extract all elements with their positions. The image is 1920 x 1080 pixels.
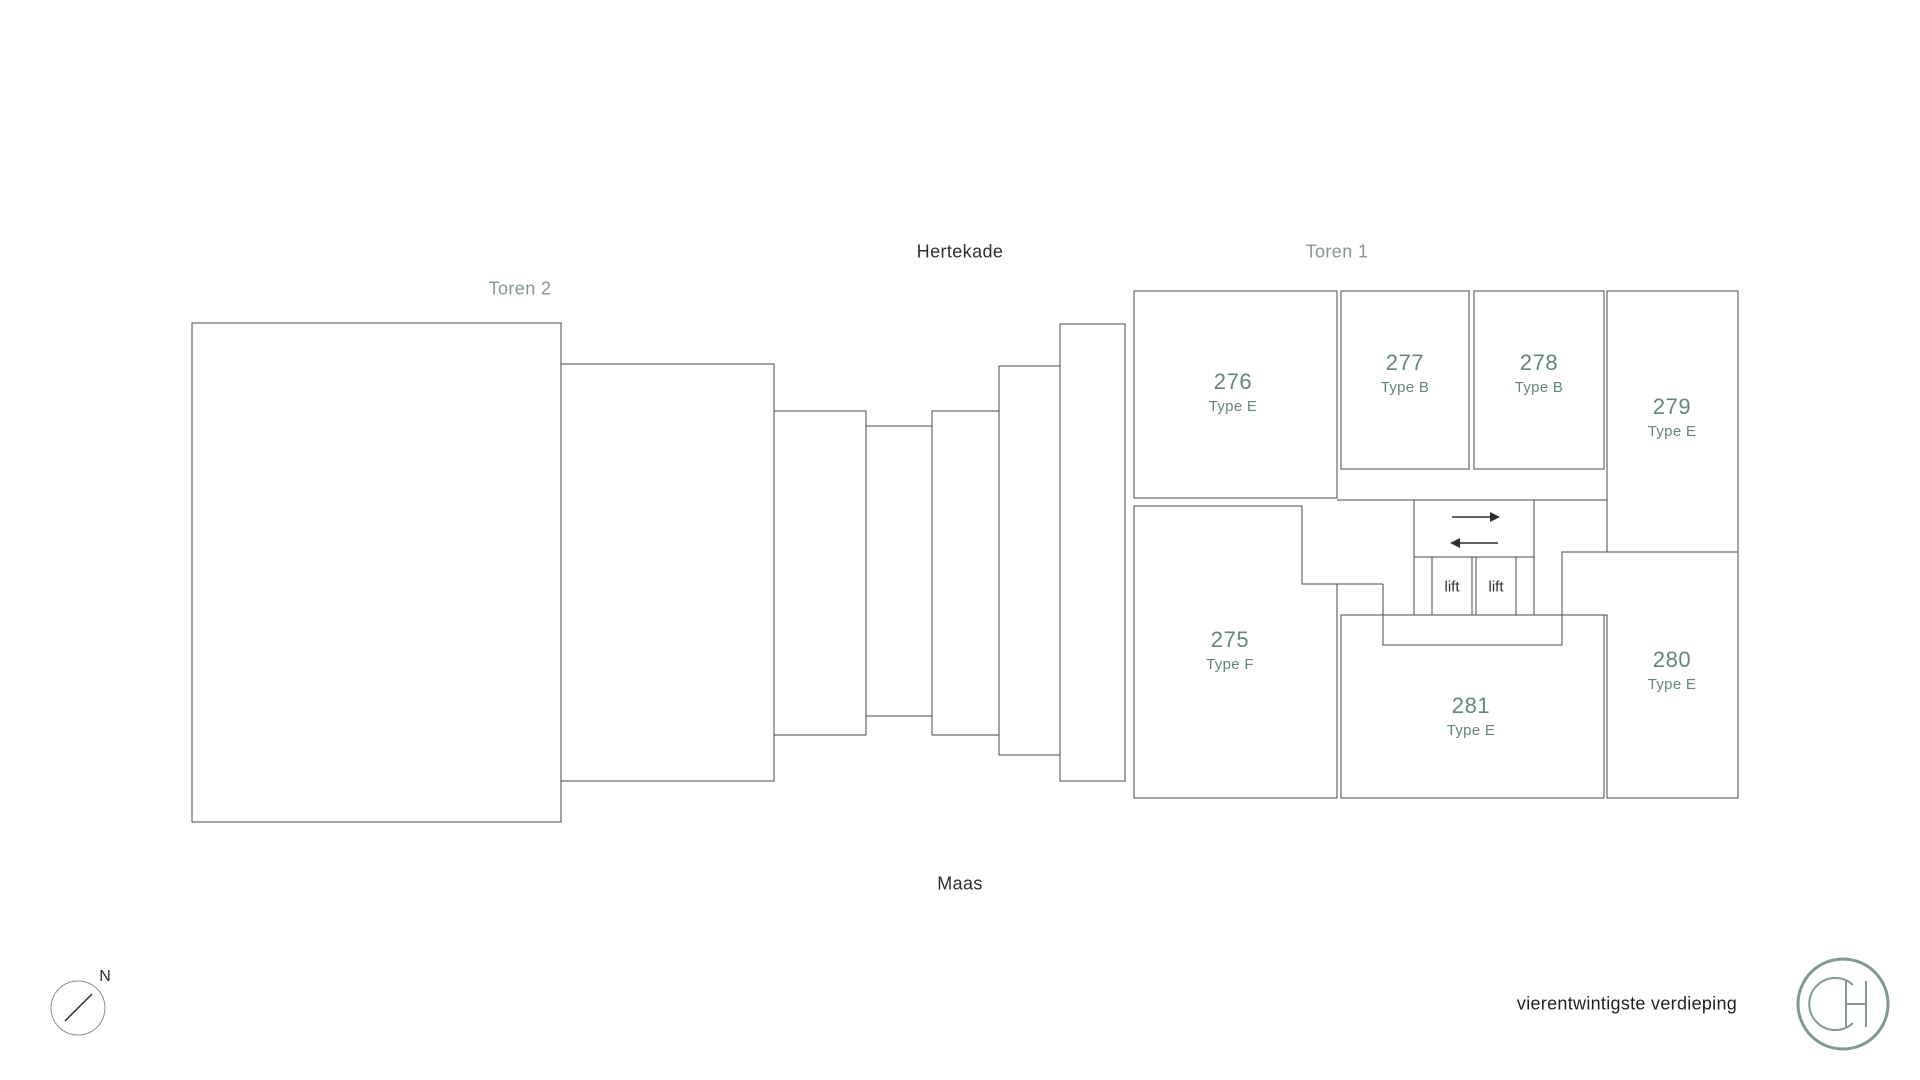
street-label-maas: Maas: [937, 873, 983, 894]
toren2-block-2: [560, 363, 775, 782]
unit-number: 278: [1519, 350, 1559, 375]
unit-type: Type B: [1514, 379, 1564, 396]
unit-276-shape[interactable]: [1133, 290, 1338, 499]
unit-type: Type E: [1647, 423, 1697, 440]
lift-direction-arrows: [1450, 512, 1500, 548]
compass-needle-icon: [64, 993, 93, 1022]
arrow-right-icon: [1452, 512, 1500, 522]
unit-281-shape[interactable]: [1340, 614, 1605, 799]
unit-276-label: 276 Type E: [1209, 369, 1258, 415]
toren2-block-5: [998, 365, 1061, 756]
unit-type: Type F: [1206, 656, 1254, 673]
lift-2-shape: [1475, 556, 1517, 616]
toren2-block-1: [191, 322, 562, 823]
compass-north-label: N: [99, 968, 111, 985]
lift-2-label: lift: [1488, 578, 1504, 596]
floor-title: vierentwintigste verdieping: [1516, 993, 1738, 1014]
unit-278-shape[interactable]: [1473, 290, 1605, 470]
unit-number: 276: [1213, 369, 1253, 394]
unit-number: 281: [1451, 693, 1491, 718]
tower-label-toren1: Toren 1: [1305, 241, 1369, 262]
toren2-block-3: [773, 410, 867, 736]
compass-icon: [50, 980, 106, 1036]
unit-number: 277: [1385, 350, 1425, 375]
unit-type: Type E: [1446, 722, 1496, 739]
unit-277-shape[interactable]: [1340, 290, 1470, 470]
tower-label-toren2: Toren 2: [488, 278, 552, 299]
toren2-block-4: [931, 410, 1000, 736]
unit-281-label: 281 Type E: [1447, 693, 1496, 739]
unit-275-label: 275 Type F: [1206, 627, 1254, 673]
unit-277-label: 277 Type B: [1381, 350, 1430, 396]
lift-1-label: lift: [1444, 578, 1460, 596]
compass-ring: [50, 980, 106, 1036]
toren2-bridge: [865, 425, 933, 717]
unit-279-label: 279 Type E: [1648, 394, 1697, 440]
logo-ring: [1796, 957, 1890, 1051]
arrow-left-icon: [1450, 538, 1498, 548]
unit-278-label: 278 Type B: [1515, 350, 1564, 396]
lift-1-shape: [1431, 556, 1473, 616]
unit-number: 280: [1652, 647, 1692, 672]
unit-number: 275: [1210, 627, 1250, 652]
unit-type: Type E: [1208, 398, 1258, 415]
toren2-block-6: [1059, 323, 1126, 782]
unit-type: Type E: [1647, 676, 1697, 693]
unit-number: 279: [1652, 394, 1692, 419]
logo-letter-c: [1808, 977, 1854, 1031]
unit-280-label: 280 Type E: [1648, 647, 1697, 693]
unit-type: Type B: [1380, 379, 1430, 396]
ch-logo-icon: [1796, 957, 1890, 1051]
unit-279-shape[interactable]: [1606, 290, 1739, 553]
street-label-hertekade: Hertekade: [916, 241, 1004, 262]
